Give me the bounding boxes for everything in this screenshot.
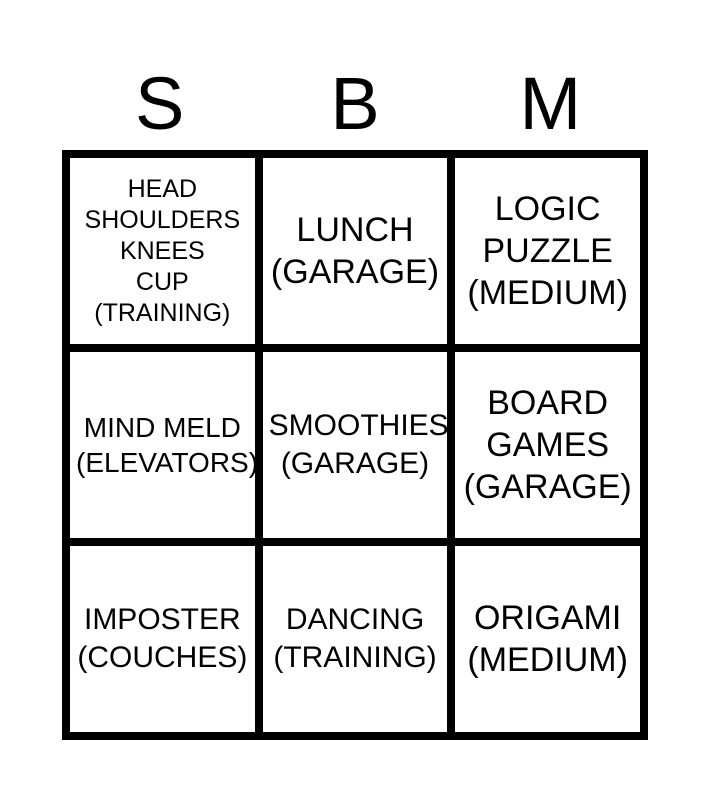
bingo-cell-label: BOARD GAMES (GARAGE) [463, 384, 632, 506]
bingo-cell-label: ORIGAMI (MEDIUM) [467, 599, 628, 679]
bingo-cell-label: SMOOTHIES (GARAGE) [268, 409, 448, 480]
bingo-cell-r2c2[interactable]: SMOOTHIES (GARAGE) [262, 352, 448, 538]
bingo-cell-r3c3[interactable]: ORIGAMI (MEDIUM) [455, 546, 640, 732]
bingo-cell-r3c2[interactable]: DANCING (TRAINING) [262, 546, 448, 732]
bingo-header-letter-3: M [519, 62, 582, 145]
bingo-header-letter-2: B [330, 62, 380, 145]
bingo-cell-r3c1[interactable]: IMPOSTER (COUCHES) [70, 546, 255, 732]
bingo-cell-r1c3[interactable]: LOGIC PUZZLE (MEDIUM) [455, 158, 640, 344]
bingo-grid: HEAD SHOULDERS KNEES CUP (TRAINING) LUNC… [62, 150, 648, 740]
bingo-header-row: S B M [62, 58, 648, 150]
bingo-cell-label: LUNCH (GARAGE) [270, 211, 440, 291]
bingo-cell-label: IMPOSTER (COUCHES) [77, 603, 248, 674]
bingo-cell-label: LOGIC PUZZLE (MEDIUM) [467, 190, 628, 312]
bingo-cell-label: DANCING (TRAINING) [273, 603, 437, 674]
bingo-header-letter-1: S [134, 62, 185, 145]
bingo-cell-label: MIND MELD (ELEVATORS) [76, 412, 255, 478]
bingo-cell-r1c2[interactable]: LUNCH (GARAGE) [262, 158, 448, 344]
bingo-cell-r2c3[interactable]: BOARD GAMES (GARAGE) [455, 352, 640, 538]
bingo-cell-r1c1[interactable]: HEAD SHOULDERS KNEES CUP (TRAINING) [70, 158, 255, 344]
bingo-cell-r2c1[interactable]: MIND MELD (ELEVATORS) [70, 352, 255, 538]
bingo-cell-label: HEAD SHOULDERS KNEES CUP (TRAINING) [84, 174, 241, 327]
